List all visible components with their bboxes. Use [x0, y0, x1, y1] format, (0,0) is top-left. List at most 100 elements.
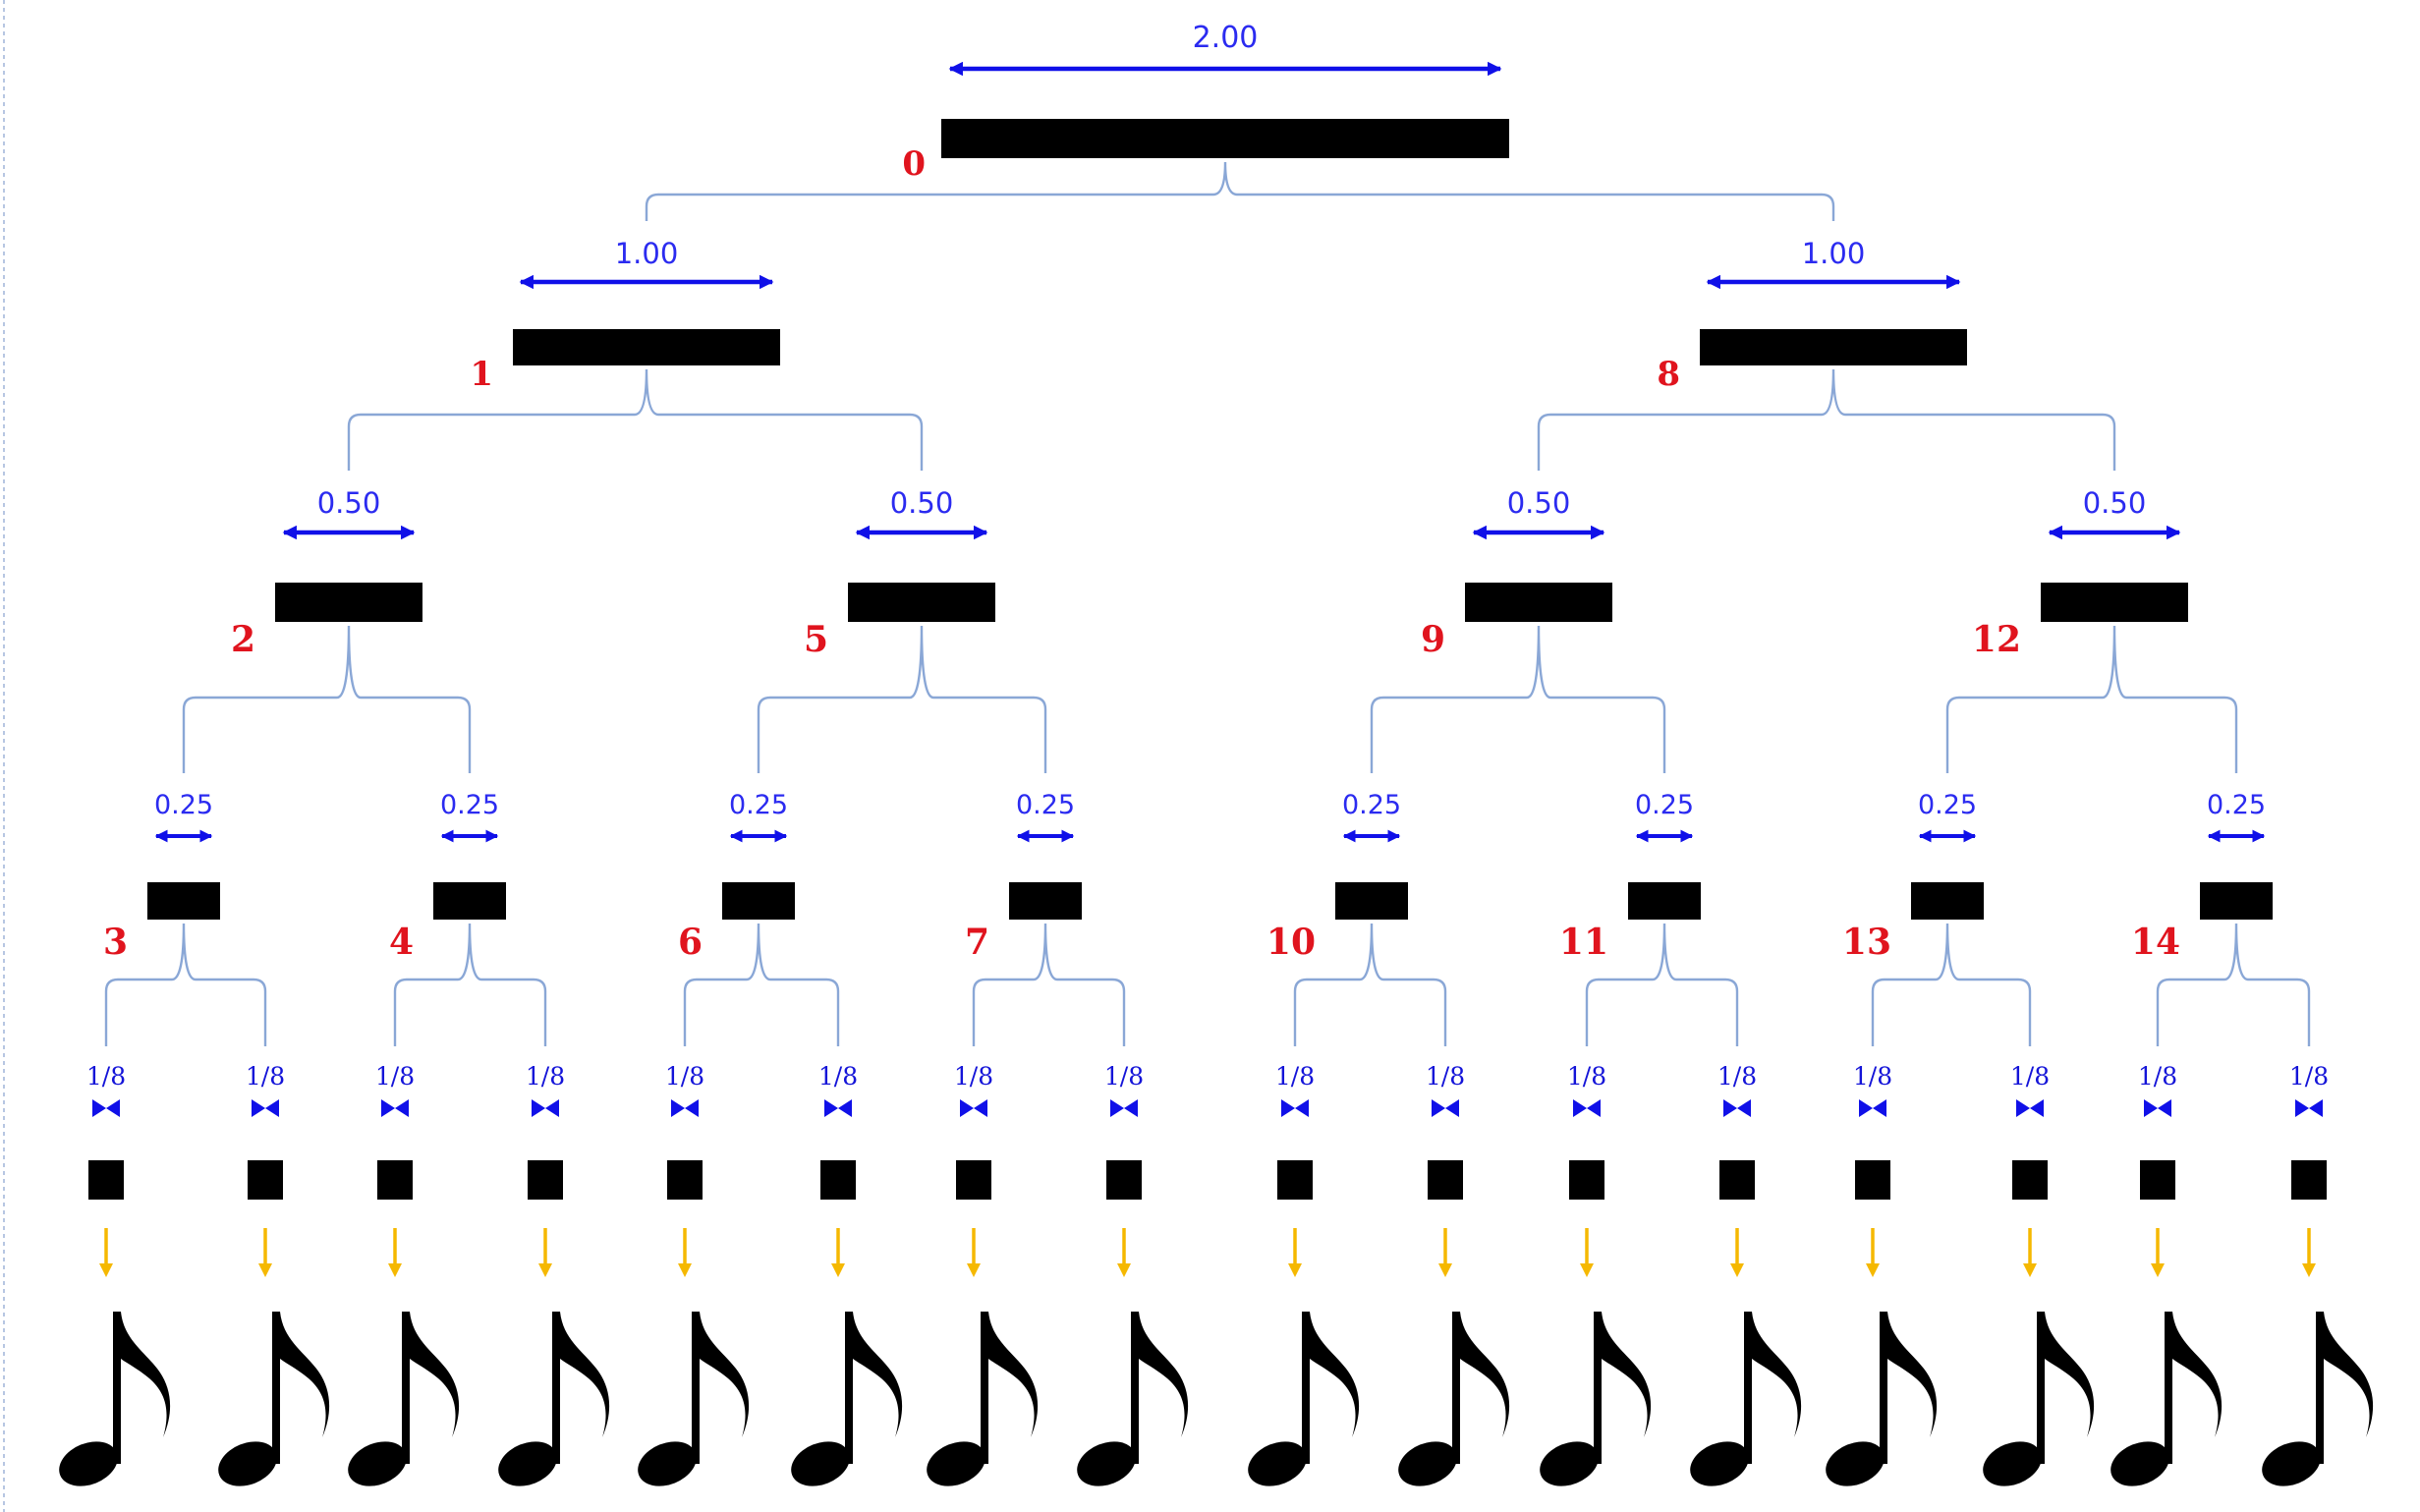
duration-arrow-icon: [1723, 1099, 1751, 1117]
duration-label: 1/8: [2289, 1062, 2329, 1091]
eighth-note-icon: [218, 1312, 330, 1486]
duration-bar: [820, 1160, 856, 1200]
duration-bar: [956, 1160, 991, 1200]
node-id-label: 14: [2131, 922, 2180, 963]
node-id-label: 13: [1842, 922, 1891, 963]
duration-label: 0.25: [2207, 790, 2266, 820]
tree-bracket: [1585, 923, 1739, 1046]
tree-bracket: [182, 625, 472, 773]
duration-arrow-icon: [1281, 1099, 1309, 1117]
tree-bracket: [1871, 923, 2032, 1046]
tree-bracket: [1293, 923, 1447, 1046]
duration-bar: [1719, 1160, 1755, 1200]
duration-bar: [667, 1160, 703, 1200]
duration-bar: [722, 882, 795, 920]
tree-bracket: [1945, 625, 2238, 773]
duration-label: 2.00: [1193, 21, 1259, 55]
node-id-label: 0: [902, 144, 926, 184]
duration-arrow-icon: [671, 1099, 699, 1117]
eighth-note-icon: [348, 1312, 460, 1486]
duration-bar: [1465, 583, 1612, 622]
duration-label: 1/8: [1104, 1062, 1144, 1091]
duration-label: 1/8: [1426, 1062, 1465, 1091]
duration-bar: [1335, 882, 1408, 920]
duration-label: 0.25: [154, 790, 213, 820]
node-id-label: 9: [1421, 619, 1445, 660]
duration-label: 1/8: [818, 1062, 858, 1091]
duration-bar: [433, 882, 506, 920]
duration-arrow-icon: [2144, 1099, 2171, 1117]
duration-label: 0.25: [1016, 790, 1075, 820]
node-id-label: 5: [804, 619, 828, 660]
node-id-label: 6: [678, 922, 703, 963]
eighth-note-icon: [1690, 1312, 1802, 1486]
duration-label: 1/8: [1567, 1062, 1606, 1091]
eighth-note-icon: [1398, 1312, 1510, 1486]
eighth-note-icon: [638, 1312, 750, 1486]
duration-label: 0.50: [2083, 486, 2147, 520]
duration-bar: [2041, 583, 2188, 622]
node-id-label: 7: [965, 922, 989, 963]
tree-bracket: [972, 923, 1126, 1046]
duration-bar: [2140, 1160, 2175, 1200]
duration-label: 1/8: [86, 1062, 126, 1091]
duration-label: 0.50: [1507, 486, 1571, 520]
duration-arrow-icon: [252, 1099, 279, 1117]
duration-arrow-icon: [1110, 1099, 1138, 1117]
duration-bars: [88, 119, 2327, 1200]
duration-bar: [513, 329, 780, 365]
duration-label: 1/8: [2138, 1062, 2177, 1091]
duration-bar: [1855, 1160, 1890, 1200]
eighth-note-icon: [2110, 1312, 2223, 1486]
eighth-note-icon: [59, 1312, 171, 1486]
duration-bar: [1277, 1160, 1313, 1200]
eighth-note-icon: [2262, 1312, 2374, 1486]
tree-bracket: [104, 923, 267, 1046]
duration-label: 0.50: [890, 486, 954, 520]
tree-bracket: [347, 368, 924, 471]
duration-label: 1/8: [1717, 1062, 1757, 1091]
eighth-note-icon: [498, 1312, 610, 1486]
duration-arrow-icon: [824, 1099, 852, 1117]
duration-arrow-icon: [532, 1099, 559, 1117]
leaf-outputs: [59, 1228, 2374, 1486]
eighth-note-icon: [791, 1312, 903, 1486]
duration-arrow-icon: [960, 1099, 987, 1117]
duration-arrow-icon: [1859, 1099, 1886, 1117]
duration-label: 0.25: [1342, 790, 1401, 820]
duration-bar: [1628, 882, 1701, 920]
node-id-label: 1: [470, 355, 493, 394]
duration-bar: [88, 1160, 124, 1200]
eighth-note-icon: [927, 1312, 1039, 1486]
duration-label: 0.50: [317, 486, 381, 520]
duration-arrow-icon: [2295, 1099, 2323, 1117]
duration-bar: [147, 882, 220, 920]
duration-bar: [1009, 882, 1082, 920]
duration-bar: [2291, 1160, 2327, 1200]
tree-bracket: [393, 923, 547, 1046]
tree-bracket: [757, 625, 1047, 773]
duration-arrow-icon: [1432, 1099, 1459, 1117]
tree-bracket: [1537, 368, 2116, 471]
duration-label: 1.00: [1802, 237, 1866, 270]
duration-bar: [1700, 329, 1967, 365]
duration-label: 1/8: [1275, 1062, 1315, 1091]
duration-arrow-icon: [1573, 1099, 1601, 1117]
duration-bar: [1428, 1160, 1463, 1200]
duration-bar: [528, 1160, 563, 1200]
duration-label: 0.25: [1635, 790, 1694, 820]
duration-label: 1/8: [665, 1062, 704, 1091]
duration-bar: [848, 583, 995, 622]
duration-bar: [941, 119, 1509, 158]
duration-label: 0.25: [1918, 790, 1977, 820]
duration-label: 1/8: [1853, 1062, 1892, 1091]
duration-bar: [2200, 882, 2273, 920]
duration-bar: [248, 1160, 283, 1200]
duration-label: 1/8: [2010, 1062, 2050, 1091]
node-id-label: 2: [231, 619, 255, 660]
node-id-label: 12: [1972, 619, 2021, 660]
eighth-note-icon: [1077, 1312, 1189, 1486]
duration-arrow-icon: [2016, 1099, 2044, 1117]
